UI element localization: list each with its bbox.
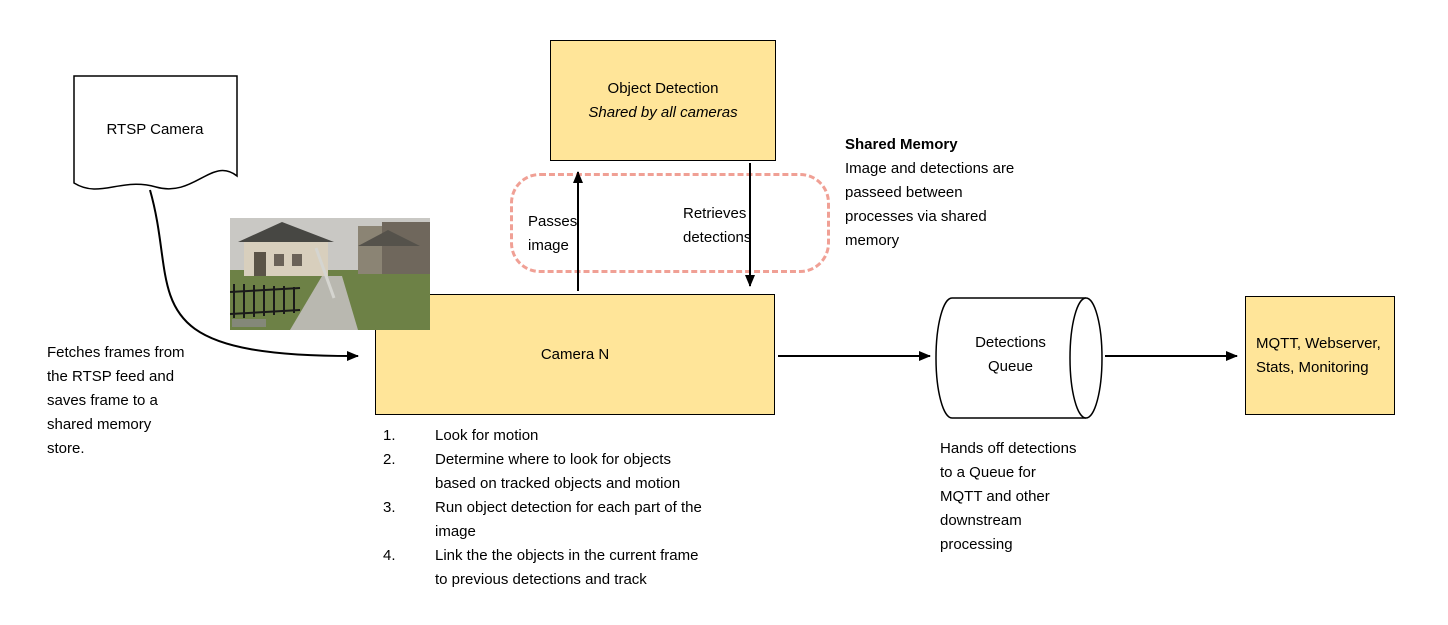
step-item: 2. Determine where to look for objects b… bbox=[383, 448, 783, 496]
detections-queue-label: Detections Queue bbox=[975, 334, 1046, 375]
step-text: Look for motion bbox=[435, 427, 539, 444]
camera-snapshot-image bbox=[230, 218, 430, 330]
camera-steps-list: 1. Look for motion 2. Determine where to… bbox=[383, 424, 783, 592]
node-camera-n: Camera N bbox=[375, 294, 775, 415]
shared-memory-note: Shared Memory Image and detections are p… bbox=[845, 133, 1055, 253]
rtsp-camera-label: RTSP Camera bbox=[106, 121, 204, 138]
step-text: Link the the objects in the current fram… bbox=[435, 547, 699, 588]
passes-image-label: Passes image bbox=[528, 213, 578, 254]
fetch-note: Fetches frames from the RTSP feed and sa… bbox=[47, 344, 185, 457]
step-text: Run object detection for each part of th… bbox=[435, 499, 702, 540]
step-number: 4. bbox=[383, 547, 396, 564]
outputs-label: MQTT, Webserver, Stats, Monitoring bbox=[1256, 334, 1381, 376]
step-number: 1. bbox=[383, 427, 396, 444]
shared-memory-title: Shared Memory bbox=[845, 136, 958, 153]
camera-n-label: Camera N bbox=[540, 345, 610, 363]
step-number: 3. bbox=[383, 499, 396, 516]
step-item: 4. Link the the objects in the current f… bbox=[383, 544, 783, 592]
step-number: 2. bbox=[383, 451, 396, 468]
node-outputs: MQTT, Webserver, Stats, Monitoring bbox=[1245, 296, 1395, 415]
step-item: 3. Run object detection for each part of… bbox=[383, 496, 783, 544]
node-object-detection: Object Detection Shared by all cameras bbox=[550, 40, 776, 161]
retrieves-detections-label: Retrieves detections bbox=[683, 205, 752, 246]
queue-handoff-note: Hands off detections to a Queue for MQTT… bbox=[940, 440, 1077, 553]
step-item: 1. Look for motion bbox=[383, 424, 783, 448]
step-text: Determine where to look for objects base… bbox=[435, 451, 681, 492]
object-detection-title: Object Detection bbox=[607, 79, 719, 97]
object-detection-subtitle: Shared by all cameras bbox=[588, 103, 738, 121]
shared-memory-dashed-region bbox=[510, 173, 830, 273]
shared-memory-body: Image and detections are passeed between… bbox=[845, 160, 1015, 249]
